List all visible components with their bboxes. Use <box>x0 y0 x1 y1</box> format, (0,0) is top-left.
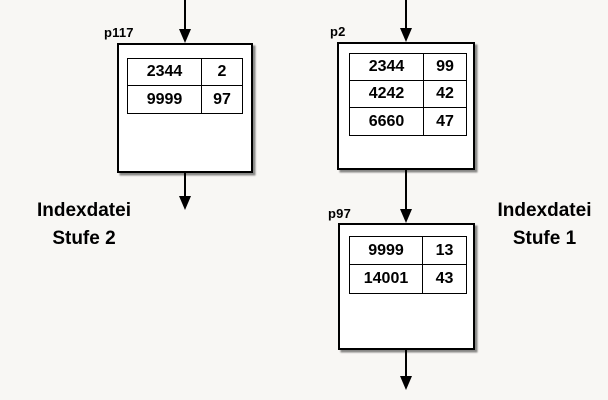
table-cell-pointer: 99 <box>424 54 466 81</box>
table-cell-pointer: 42 <box>424 81 466 108</box>
side-label-line: Indexdatei <box>497 200 592 221</box>
table-cell-pointer: 13 <box>423 237 466 265</box>
table-cell-key: 4242 <box>350 81 424 108</box>
node-box-p2: 2344 99 4242 42 6660 47 <box>337 42 475 170</box>
arrow-p2-to-p97 <box>400 170 412 223</box>
table-cell-key: 2344 <box>350 54 424 81</box>
index-table-p2: 2344 99 4242 42 6660 47 <box>349 53 467 136</box>
node-box-p97: 9999 13 14001 43 <box>338 223 475 350</box>
table-cell-key: 6660 <box>350 108 424 135</box>
table-cell-pointer: 97 <box>213 90 231 108</box>
arrow-out-of-p117 <box>179 173 191 210</box>
node-label-p97: p97 <box>328 206 352 221</box>
node-box-p117: 2344 2 9999 97 <box>117 43 253 173</box>
arrow-out-of-p97 <box>400 350 412 390</box>
side-label-stufe-2: Indexdatei Stufe 2 <box>19 197 149 253</box>
table-cell-key: 14001 <box>350 265 423 293</box>
node-label-p2: p2 <box>330 24 346 39</box>
table-cell-pointer: 2 <box>202 59 242 86</box>
table-cell-pointer: 43 <box>435 270 454 287</box>
arrow-into-p117 <box>179 0 191 43</box>
table-cell-key: 9999 <box>350 237 423 265</box>
index-table-p117: 2344 2 9999 97 <box>127 58 243 114</box>
side-label-stufe-1: Indexdatei Stufe 1 <box>487 197 602 253</box>
table-cell-key: 2344 <box>128 59 202 86</box>
node-label-p117: p117 <box>104 25 134 40</box>
index-table-p97: 9999 13 14001 43 <box>349 236 467 294</box>
side-label-line: Stufe 2 <box>52 228 116 249</box>
table-cell-pointer: 47 <box>436 112 454 130</box>
table-cell-key: 9999 <box>128 86 202 113</box>
arrow-into-p2 <box>400 0 412 42</box>
side-label-line: Indexdatei <box>37 200 131 221</box>
side-label-line: Stufe 1 <box>512 228 577 249</box>
